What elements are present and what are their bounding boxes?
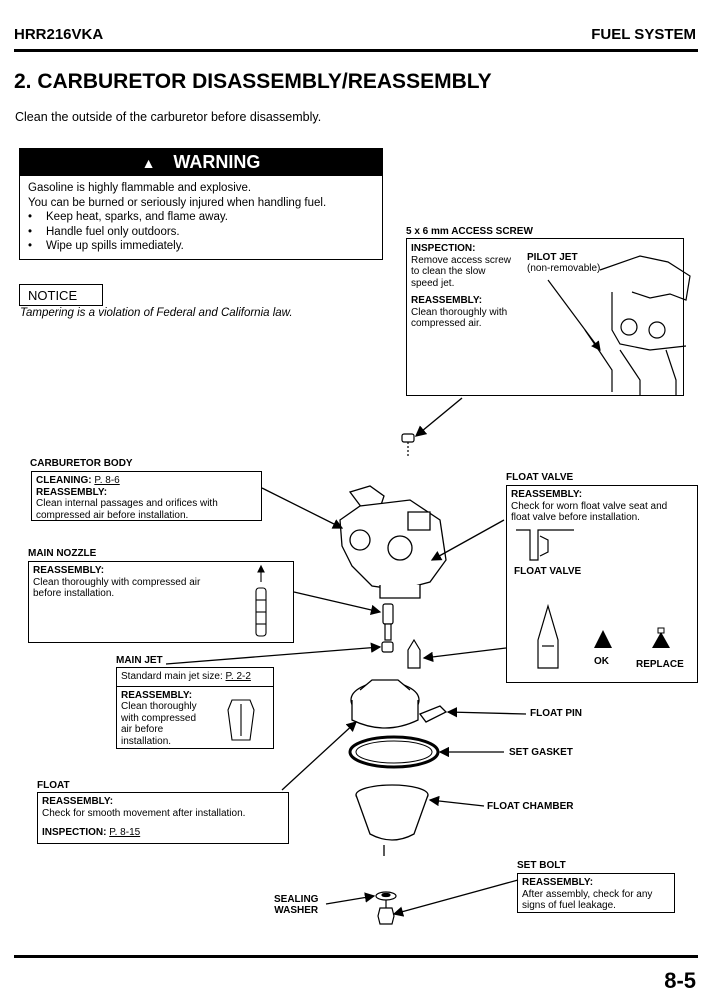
- float-valve-seat-drawing: [516, 529, 574, 561]
- header-rule: [14, 49, 698, 52]
- set-bolt-drawing: [377, 900, 395, 925]
- pilot-jet-label: PILOT JET: [527, 252, 578, 263]
- replace-label: REPLACE: [636, 659, 684, 670]
- model-name: HRR216VKA: [14, 26, 104, 43]
- carburetor-body-label: CARBURETOR BODY: [30, 458, 133, 469]
- float-drawing: [350, 679, 448, 729]
- main-jet-detail-drawing: [227, 699, 255, 741]
- access-screw-label: 5 x 6 mm ACCESS SCREW: [406, 226, 533, 237]
- main-jet-box: Standard main jet size: P. 2-2 REASSEMBL…: [116, 667, 274, 749]
- float-valve-label: FLOAT VALVE: [506, 472, 574, 483]
- intro-text: Clean the outside of the carburetor befo…: [15, 110, 322, 124]
- float-label: FLOAT: [37, 780, 70, 791]
- pilot-jet-note: (non-removable): [527, 263, 601, 274]
- main-nozzle-label: MAIN NOZZLE: [28, 548, 97, 559]
- set-gasket-drawing: [348, 735, 440, 769]
- access-screw-inset-box: [406, 238, 684, 396]
- warning-box: ▲ WARNING Gasoline is highly flammable a…: [19, 148, 383, 260]
- warning-bullet: •Wipe up spills immediately.: [28, 240, 184, 252]
- set-bolt-box: REASSEMBLY: After assembly, check for an…: [517, 873, 675, 913]
- main-nozzle-box: REASSEMBLY: Clean thoroughly with compre…: [28, 561, 294, 643]
- notice-text: Tampering is a violation of Federal and …: [20, 307, 293, 319]
- float-valve-box: REASSEMBLY: Check for worn float valve s…: [506, 485, 698, 683]
- carburetor-body-drawing: [339, 485, 447, 599]
- warning-heading: WARNING: [173, 152, 261, 172]
- warning-line-2: You can be burned or seriously injured w…: [28, 196, 327, 209]
- carburetor-body-box: CLEANING: P. 8-6 REASSEMBLY: Clean inter…: [31, 471, 262, 521]
- main-nozzle-drawing: [381, 603, 394, 653]
- warning-line-1: Gasoline is highly flammable and explosi…: [28, 182, 252, 194]
- float-box: REASSEMBLY: Check for smooth movement af…: [37, 792, 289, 844]
- access-screw-arrow: [414, 397, 463, 437]
- float-valve-needle-detail: [537, 603, 559, 669]
- footer-rule: [14, 955, 698, 958]
- replace-needle-tip-icon: [652, 627, 670, 648]
- ok-needle-tip-icon: [594, 630, 612, 648]
- warning-header: ▲ WARNING: [20, 149, 382, 176]
- set-bolt-label: SET BOLT: [517, 860, 566, 871]
- sealing-washer-label: SEALING WASHER: [274, 894, 319, 916]
- pilot-jet-inset-drawing: [547, 255, 691, 396]
- warning-bullet: •Keep heat, sparks, and flame away.: [28, 211, 228, 223]
- access-screw-drawing: [401, 433, 415, 458]
- warning-triangle-icon: ▲: [141, 154, 156, 171]
- float-chamber-label: FLOAT CHAMBER: [487, 801, 574, 812]
- sealing-washer-drawing: [375, 891, 397, 901]
- notice-label: NOTICE: [19, 284, 103, 306]
- main-jet-label: MAIN JET: [116, 655, 163, 666]
- float-pin-label: FLOAT PIN: [530, 708, 583, 719]
- set-gasket-label: SET GASKET: [509, 747, 573, 758]
- section-name: FUEL SYSTEM: [591, 26, 696, 43]
- float-valve-needle-drawing: [407, 638, 421, 669]
- float-valve-inner-label: FLOAT VALVE: [514, 566, 582, 577]
- warning-bullet: •Handle fuel only outdoors.: [28, 225, 180, 238]
- page-title: 2. CARBURETOR DISASSEMBLY/REASSEMBLY: [14, 70, 492, 93]
- main-nozzle-detail-drawing: [255, 564, 267, 637]
- page-number: 8-5: [664, 968, 696, 993]
- ok-label: OK: [594, 656, 609, 667]
- float-chamber-drawing: [355, 784, 429, 856]
- access-screw-inspection: INSPECTION: Remove access screw to clean…: [411, 243, 512, 329]
